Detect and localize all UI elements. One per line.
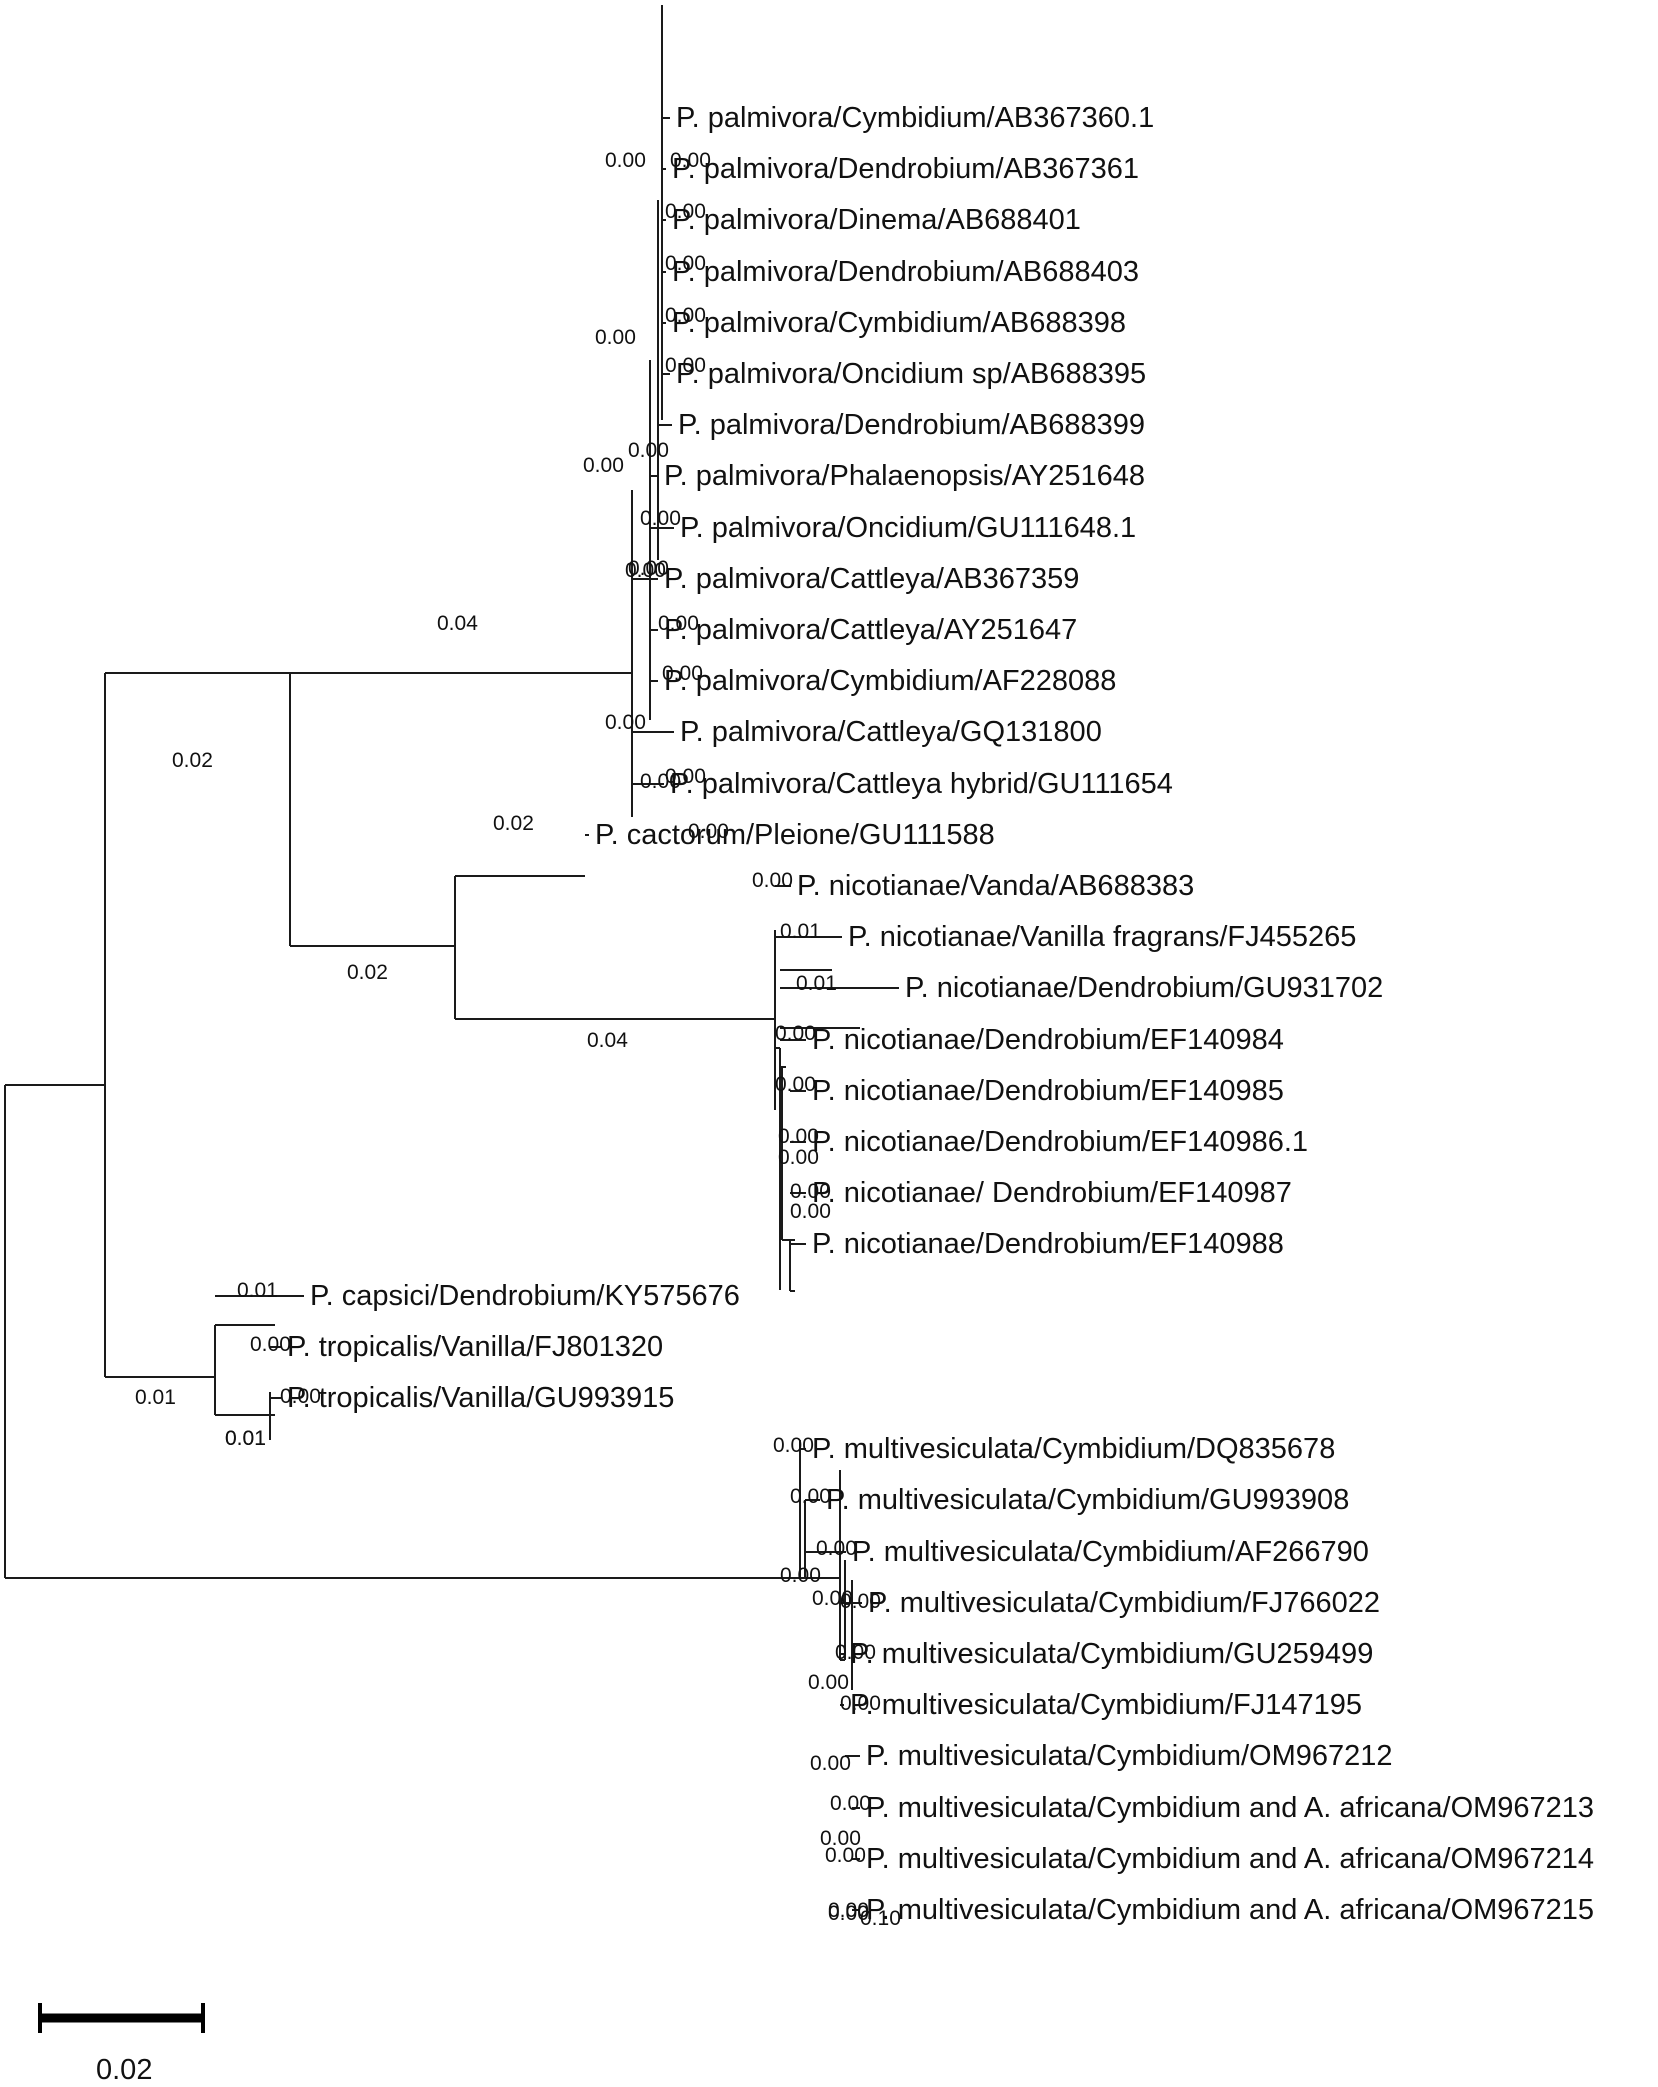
taxon-label: P. palmivora/Cattleya hybrid/GU111654 (670, 768, 1173, 800)
branch-length-label: 0.04 (437, 612, 478, 635)
branch-length-label: 0.00 (640, 770, 681, 793)
branch-length-label: 0.00 (840, 1590, 881, 1613)
branch-length-labels: 0.000.000.000.000.000.000.000.000.000.00… (135, 149, 901, 1930)
branch-length-label: 0.01 (225, 1427, 266, 1450)
taxon-label: P. palmivora/Cymbidium/AF228088 (664, 665, 1116, 697)
branch-length-label: 0.00 (280, 1385, 321, 1408)
taxon-label: P. multivesiculata/Cymbidium/AF266790 (852, 1536, 1369, 1568)
taxon-label: P. nicotianae/ Dendrobium/EF140987 (812, 1177, 1292, 1209)
branch-length-label: 0.00 (830, 1792, 871, 1815)
taxon-label: P. nicotianae/Dendrobium/EF140984 (812, 1024, 1284, 1056)
branch-length-label: 0.01 (780, 920, 821, 943)
branch-length-label: 0.00 (628, 557, 669, 580)
taxon-label: P. multivesiculata/Cymbidium/OM967212 (866, 1740, 1393, 1772)
branch-length-label: 0.00 (775, 1073, 816, 1096)
branch-length-label: 0.02 (172, 749, 213, 772)
branch-length-label: 0.00 (780, 1564, 821, 1587)
branch-length-label: 0.01 (796, 972, 837, 995)
taxon-label: P. multivesiculata/Cymbidium/FJ766022 (868, 1587, 1380, 1619)
branch-length-label: 0.04 (587, 1029, 628, 1052)
branch-length-label: 0.00 (828, 1902, 869, 1925)
taxon-label: P. nicotianae/Dendrobium/EF140988 (812, 1228, 1284, 1260)
branch-length-label: 0.00 (605, 711, 646, 734)
taxon-label: P. nicotianae/Vanda/AB688383 (797, 870, 1194, 902)
taxon-label: P. nicotianae/Vanilla fragrans/FJ455265 (848, 921, 1356, 953)
branch-length-label: 0.00 (665, 200, 706, 223)
branch-length-label: 0.00 (808, 1671, 849, 1694)
taxon-label: P. multivesiculata/Cymbidium/DQ835678 (812, 1433, 1335, 1465)
taxon-label: P. nicotianae/Dendrobium/GU931702 (905, 972, 1383, 1004)
branch-length-label: 0.00 (828, 1899, 869, 1922)
branch-length-label: 0.00 (790, 1180, 831, 1203)
branch-length-label: 0.01 (135, 1386, 176, 1409)
taxon-labels: P. palmivora/Cymbidium/AB367360.1 P. palm… (287, 102, 1594, 1926)
branch-length-label: 0.00 (583, 454, 624, 477)
taxon-label: P. cactorum/Pleione/GU111588 (595, 819, 995, 851)
branch-length-label: 0.00 (820, 1827, 861, 1850)
branch-length-label: 0.00 (605, 149, 646, 172)
taxon-label: P. capsici/Dendrobium/KY575676 (310, 1280, 740, 1312)
taxon-label: P. palmivora/Oncidium sp/AB688395 (676, 358, 1146, 390)
taxon-label: P. nicotianae/Dendrobium/EF140986.1 (812, 1126, 1308, 1158)
branch-length-label: 0.00 (665, 252, 706, 275)
scale-bar: 0.02 (38, 2003, 205, 2086)
taxon-label: P. multivesiculata/Cymbidium and A. afri… (866, 1894, 1594, 1926)
taxon-label: P. palmivora/Cattleya/AY251647 (664, 614, 1077, 646)
branch-length-label: 0.00 (840, 1692, 881, 1715)
branch-length-label: 0.00 (778, 1125, 819, 1148)
taxon-label: P. palmivora/Phalaenopsis/AY251648 (664, 460, 1145, 492)
branch-length-label: 0.00 (665, 304, 706, 327)
tree-branches (4, 5, 899, 1911)
branch-length-label: 0.00 (595, 326, 636, 349)
taxon-label: P. multivesiculata/Cymbidium and A. afri… (866, 1792, 1594, 1824)
branch-length-label: 0.00 (628, 439, 669, 462)
branch-length-label: 0.00 (812, 1587, 853, 1610)
branch-length-label: 0.00 (816, 1537, 857, 1560)
branch-length-label: 0.00 (778, 1146, 819, 1169)
branch-length-label: 0.00 (640, 507, 681, 530)
branch-length-label: 0.02 (493, 812, 534, 835)
branch-length-label: 0.00 (670, 149, 711, 172)
branch-length-label: 0.01 (237, 1279, 278, 1302)
branch-length-label: 0.00 (790, 1200, 831, 1223)
taxon-label: P. palmivora/Cattleya/AB367359 (664, 563, 1079, 595)
branch-length-label: 0.00 (752, 869, 793, 892)
taxon-label: P. palmivora/Dinema/AB688401 (672, 204, 1081, 236)
branch-length-label: 0.01 (225, 1427, 266, 1450)
taxon-label: P. palmivora/Oncidium/GU111648.1 (680, 512, 1136, 544)
taxon-label: P. palmivora/Dendrobium/AB688403 (672, 256, 1139, 288)
branch-length-label: 0.00 (835, 1641, 876, 1664)
taxon-label: P. palmivora/Dendrobium/AB688399 (678, 409, 1145, 441)
branch-length-label: 0.00 (775, 1022, 816, 1045)
taxon-label: P. nicotianae/Dendrobium/EF140985 (812, 1075, 1284, 1107)
branch-length-label: 0.00 (658, 612, 699, 635)
taxon-label: P. tropicalis/Vanilla/FJ801320 (287, 1331, 663, 1363)
taxon-label: P. palmivora/Cymbidium/AB688398 (672, 307, 1126, 339)
branch-length-label: 0.00 (662, 662, 703, 685)
branch-length-label: 0.00 (665, 765, 706, 788)
branch-length-label: 0.00 (825, 1844, 866, 1867)
taxon-label: P. palmivora/Dendrobium/AB367361 (672, 153, 1139, 185)
taxon-label: P. palmivora/Cattleya/GQ131800 (680, 716, 1102, 748)
branch-length-label: 0.00 (688, 820, 729, 843)
branch-length-label: 0.00 (625, 559, 666, 582)
branch-length-label: 0.00 (790, 1485, 831, 1508)
branch-length-label: 0.00 (810, 1752, 851, 1775)
taxon-label: P. multivesiculata/Cymbidium/GU993908 (826, 1484, 1349, 1516)
taxon-label: P. multivesiculata/Cymbidium/GU259499 (850, 1638, 1373, 1670)
taxon-label: P. tropicalis/Vanilla/GU993915 (287, 1382, 674, 1414)
scale-bar-label: 0.02 (96, 2054, 152, 2086)
taxon-label: P. multivesiculata/Cymbidium and A. afri… (866, 1843, 1594, 1875)
taxon-label: P. palmivora/Cymbidium/AB367360.1 (676, 102, 1154, 134)
branch-length-label: 0.00 (773, 1434, 814, 1457)
branch-length-label: 0.00 (250, 1333, 291, 1356)
branch-length-label: 0.10 (860, 1907, 901, 1930)
branch-length-label: 0.00 (665, 354, 706, 377)
branch-length-label: 0.02 (347, 961, 388, 984)
taxon-label: P. multivesiculata/Cymbidium/FJ147195 (850, 1689, 1362, 1721)
